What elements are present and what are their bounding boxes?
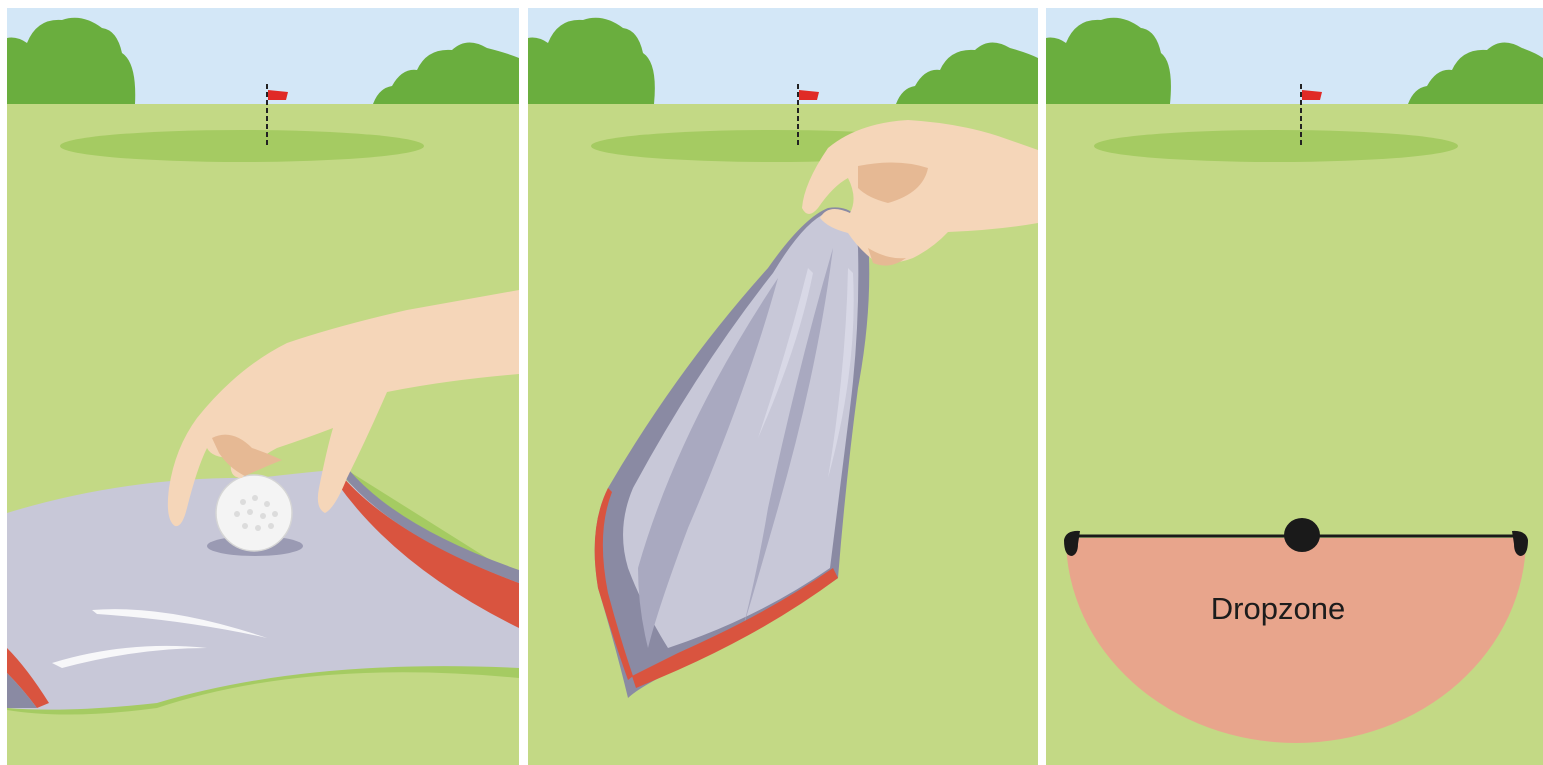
putting-green [1094, 130, 1458, 162]
divider-1 [519, 0, 528, 765]
panel-1-mark-ball [7, 8, 519, 765]
panel-3-scene: Dropzone [1046, 8, 1543, 765]
ball-marker-icon [1284, 518, 1320, 552]
panel-3-dropzone: Dropzone [1046, 8, 1543, 765]
putting-green [60, 130, 424, 162]
panel-2-scene [528, 8, 1038, 765]
panel-2-drop-towel [528, 8, 1038, 765]
divider-2 [1038, 0, 1046, 765]
dropzone-label: Dropzone [1211, 591, 1345, 626]
panel-1-scene [7, 8, 519, 765]
golf-ball-icon [216, 475, 292, 551]
